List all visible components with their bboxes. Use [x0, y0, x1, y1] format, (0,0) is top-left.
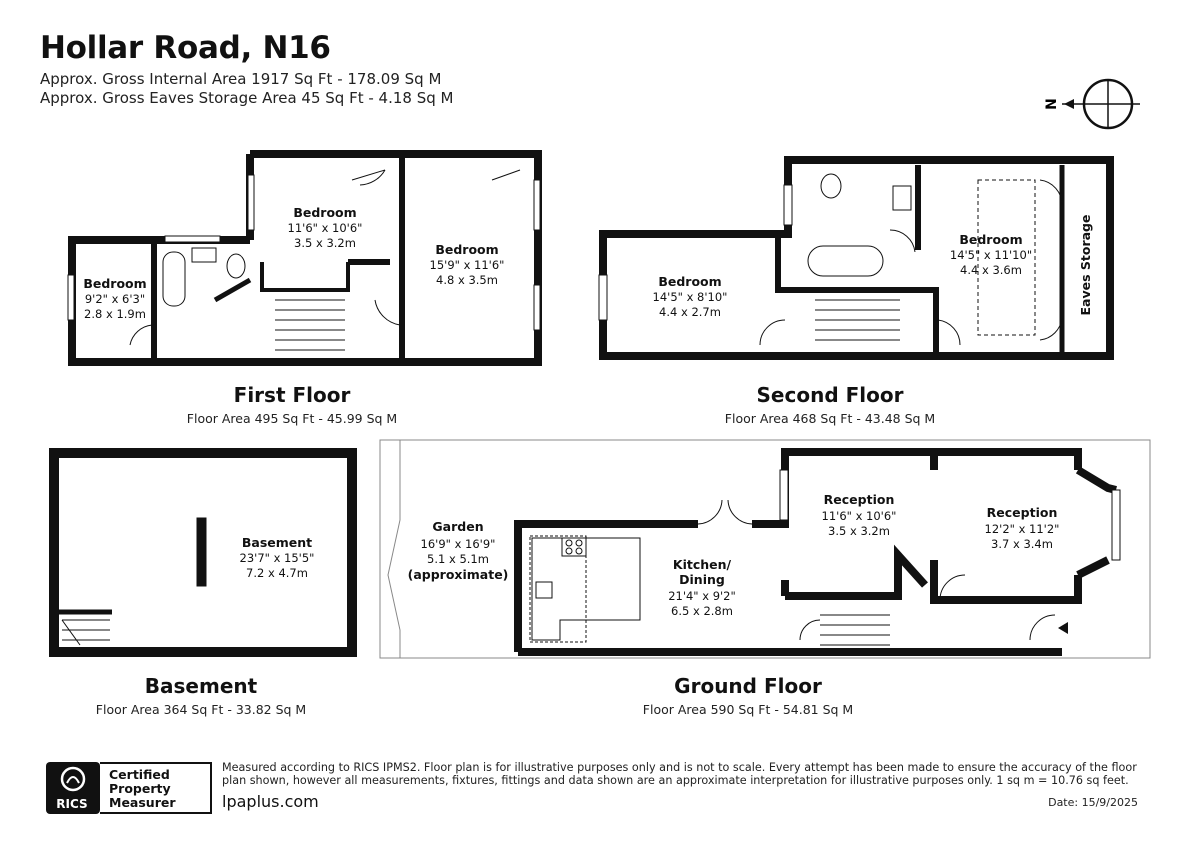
room-label: 9'2" x 6'3": [85, 292, 145, 306]
room-label: 11'6" x 10'6": [822, 509, 897, 523]
room-label: (approximate): [408, 567, 509, 582]
ground-floor-area: Floor Area 590 Sq Ft - 54.81 Sq M: [643, 702, 853, 717]
room-label: Garden: [432, 519, 483, 534]
rics-logo: [46, 762, 100, 814]
room-label: 3.5 x 3.2m: [828, 524, 890, 538]
second-floor-details: [598, 173, 1063, 346]
room-label: Bedroom: [435, 242, 498, 257]
room-label: 21'4" x 9'2": [668, 589, 736, 603]
certified-line-1: Certified: [109, 767, 170, 782]
room-label: Basement: [242, 535, 312, 550]
room-label: 12'2" x 11'2": [985, 522, 1060, 536]
room-label: Bedroom: [959, 232, 1022, 247]
certified-line-2: Property: [109, 781, 171, 796]
room-label: 2.8 x 1.9m: [84, 307, 146, 321]
room-label: Reception: [987, 505, 1058, 520]
room-label: Reception: [824, 492, 895, 507]
compass-label: N: [1044, 98, 1060, 110]
plan-date: Date: 15/9/2025: [1048, 796, 1138, 809]
ground-floor-plan: [379, 439, 1151, 659]
certified-measurer-badge: Certified Property Measurer: [100, 762, 212, 814]
room-label: 23'7" x 15'5": [240, 551, 315, 565]
property-title: Hollar Road, N16: [40, 30, 331, 66]
basement-title: Basement: [145, 674, 258, 698]
website-link[interactable]: lpaplus.com: [222, 792, 319, 811]
room-label: Bedroom: [658, 274, 721, 289]
gross-eaves-area: Approx. Gross Eaves Storage Area 45 Sq F…: [40, 89, 454, 107]
second-floor-title: Second Floor: [757, 383, 904, 407]
compass-icon: N: [1044, 78, 1140, 130]
room-label: 14'5" x 11'10": [950, 248, 1032, 262]
gross-internal-area: Approx. Gross Internal Area 1917 Sq Ft -…: [40, 70, 442, 88]
room-label: 14'5" x 8'10": [653, 290, 728, 304]
second-floor-area: Floor Area 468 Sq Ft - 43.48 Sq M: [725, 411, 935, 426]
room-label: 4.4 x 3.6m: [960, 263, 1022, 277]
disclaimer-text: Measured according to RICS IPMS2. Floor …: [222, 761, 1137, 787]
room-label: Dining: [679, 572, 725, 587]
room-label: Eaves Storage: [1078, 215, 1093, 316]
room-label: 3.7 x 3.4m: [991, 537, 1053, 551]
rics-logo-text: RICS: [56, 797, 88, 811]
room-label: 3.5 x 3.2m: [294, 236, 356, 250]
room-label: 7.2 x 4.7m: [246, 566, 308, 580]
basement-plan: [49, 448, 357, 657]
room-label: 4.4 x 2.7m: [659, 305, 721, 319]
room-label: 16'9" x 16'9": [421, 537, 496, 551]
room-label: Bedroom: [83, 276, 146, 291]
room-label: 11'6" x 10'6": [288, 221, 363, 235]
room-label: Bedroom: [293, 205, 356, 220]
room-label: 6.5 x 2.8m: [671, 604, 733, 618]
basement-area: Floor Area 364 Sq Ft - 33.82 Sq M: [96, 702, 306, 717]
first-floor-title: First Floor: [234, 383, 351, 407]
certified-line-3: Measurer: [109, 795, 176, 810]
room-label: 4.8 x 3.5m: [436, 273, 498, 287]
basement-details: [59, 517, 207, 646]
first-floor-area: Floor Area 495 Sq Ft - 45.99 Sq M: [187, 411, 397, 426]
lion-icon: [60, 766, 86, 792]
room-label: Kitchen/: [673, 557, 732, 572]
room-label: 15'9" x 11'6": [430, 258, 505, 272]
ground-floor-title: Ground Floor: [674, 674, 822, 698]
room-label: 5.1 x 5.1m: [427, 552, 489, 566]
first-floor-details: [67, 169, 541, 351]
second-floor-plan: [599, 156, 1114, 360]
